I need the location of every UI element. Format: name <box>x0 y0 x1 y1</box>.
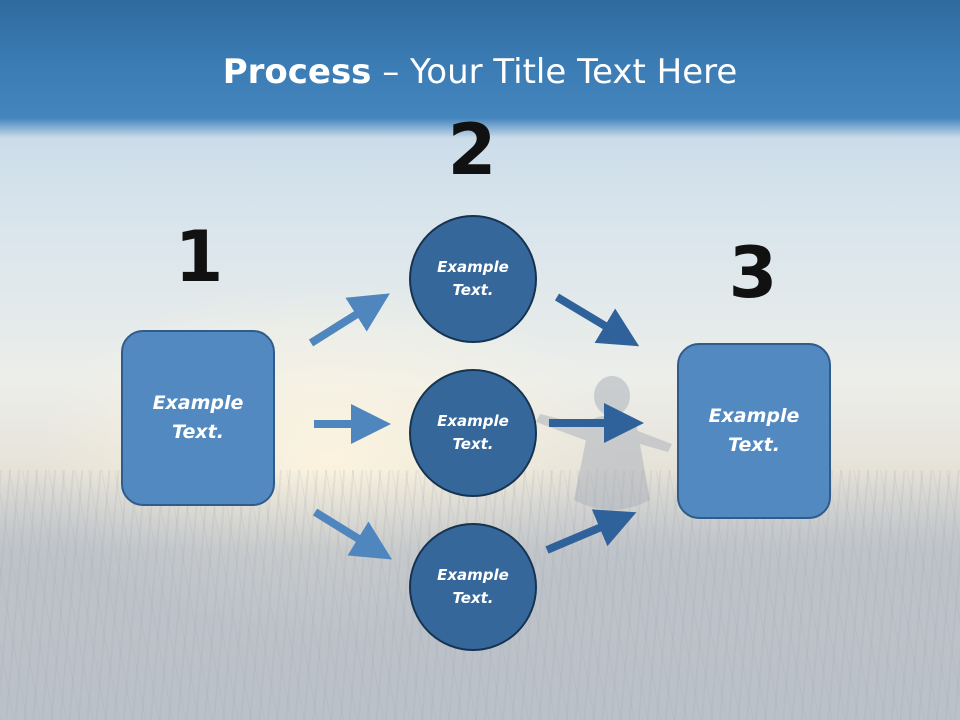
step-number-1: 1 <box>174 216 224 298</box>
arrow-top-to-step-3 <box>554 293 640 347</box>
step-1-box: Example Text. <box>121 330 275 506</box>
title-bold: Process <box>222 52 372 92</box>
title-band <box>0 0 960 138</box>
circle-top-label: Example Text. <box>437 258 509 299</box>
step-2-circle-bottom: Example Text. <box>409 523 537 651</box>
step-3-box: Example Text. <box>677 343 831 519</box>
circle-middle-label: Example Text. <box>437 412 509 453</box>
circle-bottom-label: Example Text. <box>437 566 509 607</box>
step-3-label: Example Text. <box>708 405 800 456</box>
step-2-circle-middle: Example Text. <box>409 369 537 497</box>
step-number-2: 2 <box>447 109 497 191</box>
step-1-label: Example Text. <box>152 392 244 443</box>
step-2-circle-top: Example Text. <box>409 215 537 343</box>
step-number-3: 3 <box>728 232 778 314</box>
arrow-bottom-to-step-3 <box>545 509 637 554</box>
arrow-to-circle-top <box>308 293 390 347</box>
arrow-to-circle-bottom <box>312 508 393 560</box>
slide-title: Process – Your Title Text Here <box>0 52 960 92</box>
title-rest: – Your Title Text Here <box>371 52 738 92</box>
